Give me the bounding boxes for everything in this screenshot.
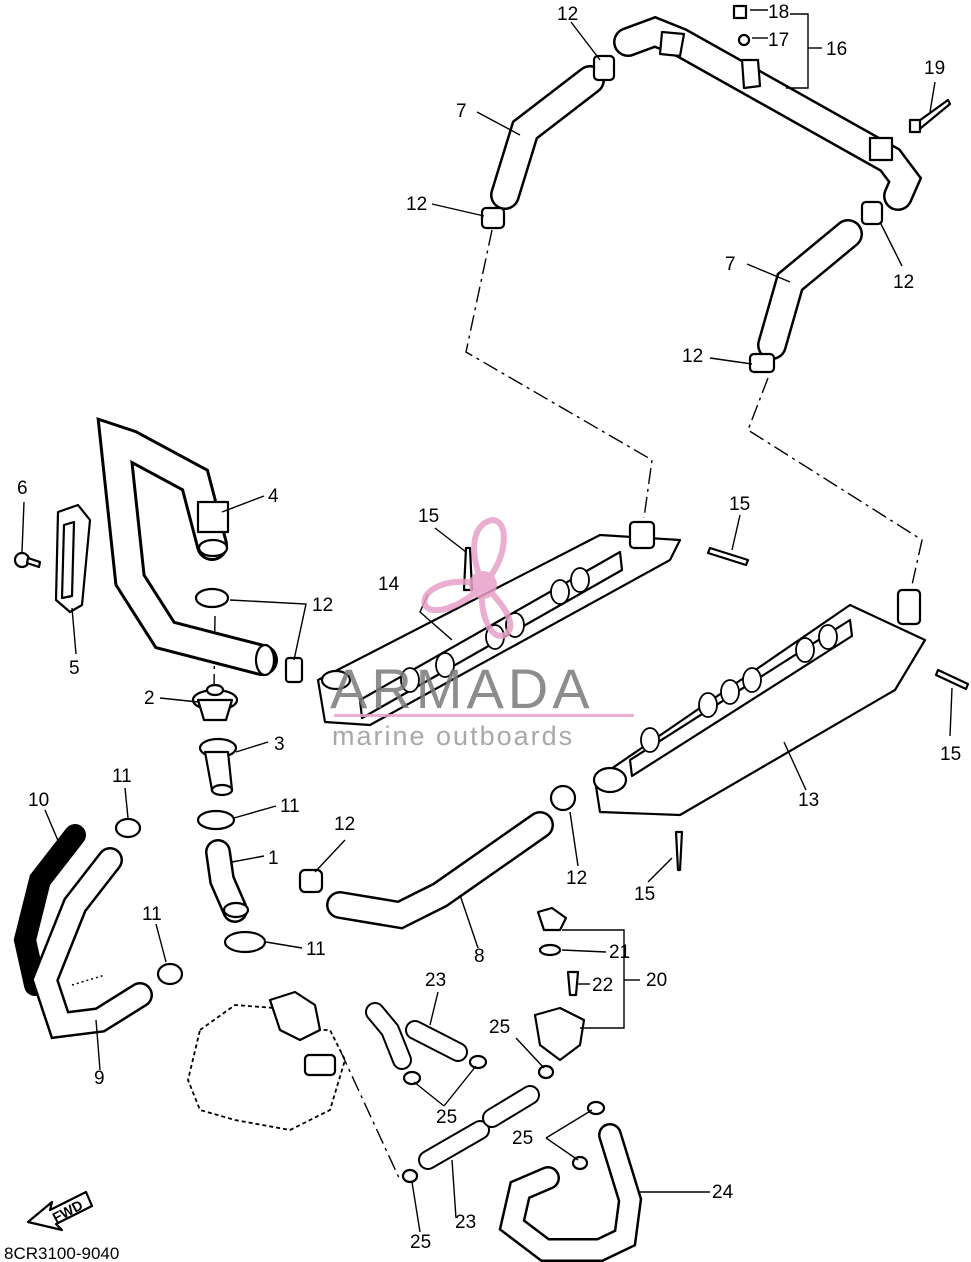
callout-2: 2 — [144, 688, 155, 709]
washer — [737, 33, 751, 47]
clamp-12-top — [592, 54, 616, 82]
callout-24: 24 — [712, 1182, 734, 1203]
callout-11: 11 — [280, 796, 300, 817]
rail-13 — [592, 588, 927, 817]
callout-18: 18 — [768, 2, 789, 23]
clamp-12-rail — [549, 784, 577, 812]
callout-15: 15 — [940, 744, 961, 765]
hose-7-left — [490, 65, 605, 210]
bolt-6 — [13, 551, 42, 569]
bolt-18 — [732, 4, 748, 20]
callout-12: 12 — [334, 814, 355, 835]
callout-1: 1 — [268, 848, 279, 869]
callout-23: 23 — [425, 970, 446, 991]
clamp-11-b — [114, 817, 142, 839]
callout-22: 22 — [592, 975, 613, 996]
callout-12: 12 — [682, 346, 703, 367]
watermark: ARMADA marine outboards — [330, 516, 634, 751]
fitting-20 — [533, 906, 586, 1062]
hose-9 — [31, 847, 153, 1040]
callout-25: 25 — [410, 1232, 431, 1253]
clamp-12-lower — [748, 352, 776, 374]
callout-12: 12 — [893, 272, 914, 293]
callout-15: 15 — [729, 494, 750, 515]
bolt-15-c — [934, 668, 970, 691]
callout-12: 12 — [312, 595, 333, 616]
hose-nipple — [740, 58, 762, 90]
clamp-12-group — [480, 54, 884, 374]
hose-23-lower — [418, 1085, 540, 1170]
upper-hose-assembly — [613, 4, 923, 211]
hose-8 — [298, 811, 554, 930]
callout-7: 7 — [456, 101, 467, 122]
bracket-5 — [54, 503, 92, 614]
diagram-code: 8CR3100-9040 — [4, 1244, 119, 1262]
watermark-brand: ARMADA — [330, 657, 594, 720]
bolt-19 — [908, 98, 952, 134]
callout-17: 17 — [768, 30, 789, 51]
hose-7-right — [757, 219, 863, 360]
callout-20: 20 — [646, 970, 667, 991]
callout-19: 19 — [924, 58, 945, 79]
callout-13: 13 — [798, 790, 819, 811]
clamp-12-right — [860, 200, 884, 226]
bolt-15-d — [674, 830, 684, 872]
hose-1 — [205, 839, 250, 923]
callout-5: 5 — [69, 658, 80, 679]
callout-labels: 12 18 17 16 19 7 12 12 7 12 4 6 5 12 2 3… — [17, 2, 961, 1253]
clamp-11-group — [114, 809, 267, 986]
bolt-15-b — [706, 546, 750, 567]
callout-11: 11 — [306, 939, 326, 960]
callout-25: 25 — [489, 1017, 510, 1038]
callout-23: 23 — [455, 1212, 476, 1233]
callout-12: 12 — [557, 4, 578, 25]
clamp-25-group — [401, 1054, 606, 1184]
callout-9: 9 — [94, 1068, 105, 1089]
callout-25: 25 — [436, 1107, 457, 1128]
callout-12: 12 — [406, 194, 427, 215]
watermark-underline — [334, 714, 634, 717]
callout-11: 11 — [112, 766, 132, 787]
callout-11: 11 — [142, 904, 162, 925]
leader-lines — [21, 9, 953, 1233]
clamp-11-c — [156, 962, 184, 986]
callout-8: 8 — [474, 946, 485, 967]
watermark-subtitle: marine outboards — [332, 721, 574, 751]
bolt-15-group — [462, 546, 970, 872]
clamp-12-left — [480, 206, 506, 230]
hose-24 — [498, 1123, 643, 1262]
pipe-4 — [96, 416, 278, 677]
callout-7: 7 — [725, 254, 736, 275]
callout-16: 16 — [826, 39, 847, 60]
housing-outline — [187, 990, 346, 1131]
callout-6: 6 — [17, 478, 28, 499]
callout-14: 14 — [378, 574, 400, 595]
thermostat-3 — [198, 737, 238, 797]
callout-4: 4 — [268, 486, 279, 507]
callout-12: 12 — [566, 868, 587, 889]
callout-15: 15 — [634, 884, 655, 905]
cover-2 — [191, 683, 239, 722]
propeller-logo-icon — [421, 516, 514, 639]
fwd-arrow: FWD — [26, 1190, 94, 1232]
clamp-11-d — [223, 930, 267, 954]
callout-25: 25 — [512, 1128, 533, 1149]
callout-21: 21 — [609, 942, 630, 963]
callout-10: 10 — [28, 790, 49, 811]
callout-15: 15 — [418, 506, 439, 527]
hose-10 — [13, 824, 86, 996]
callout-3: 3 — [274, 734, 285, 755]
clamp-11-a — [196, 809, 236, 831]
hose-23-upper — [365, 1002, 468, 1070]
